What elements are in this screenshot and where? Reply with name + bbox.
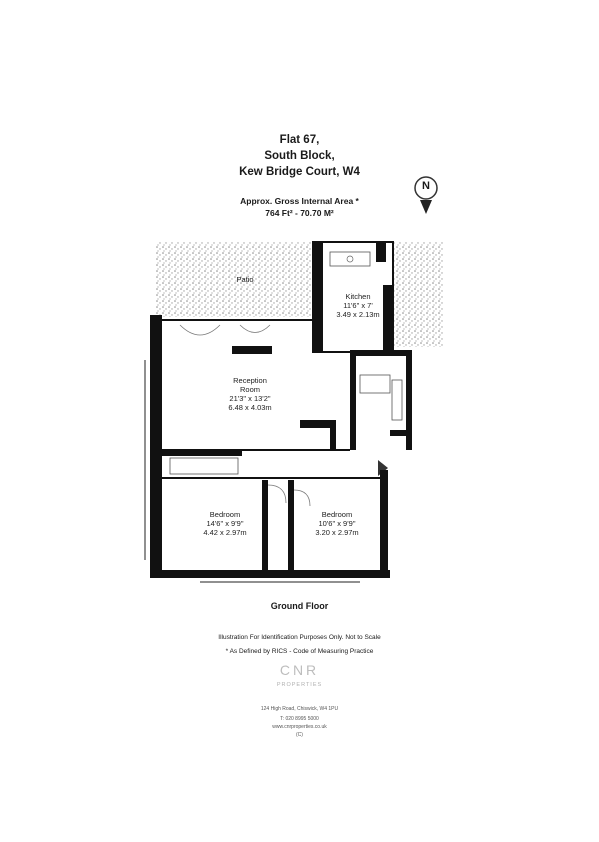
bedroom2-metric: 3.20 x 2.97m — [315, 528, 359, 537]
gross-area-value: 764 Ft² - 70.70 M² — [265, 208, 334, 218]
gross-area-label: Approx. Gross Internal Area * — [240, 196, 359, 206]
brand-ref: (C) — [296, 732, 303, 738]
reception-label-2: Room — [239, 385, 260, 394]
patio-label: Patio — [236, 275, 254, 284]
compass-north-letter: N — [422, 180, 430, 192]
kitchen-metric: 3.49 x 2.13m — [336, 310, 380, 319]
kitchen-imperial: 11'6" x 7' — [343, 301, 373, 310]
rics-note: * As Defined by RICS - Code of Measuring… — [225, 648, 374, 655]
north-compass-icon — [414, 176, 438, 214]
reception-room-walls — [150, 315, 350, 575]
reception-imperial: 21'3" x 13'2" — [229, 394, 271, 403]
brand-phone: T: 020 8995 5000 — [280, 716, 319, 722]
bedroom-walls — [150, 450, 390, 578]
bedroom1-imperial: 14'6" x 9'9" — [206, 519, 244, 528]
bedroom1-label: Bedroom — [209, 510, 241, 519]
kitchen-label: Kitchen — [345, 292, 371, 301]
patio-area — [155, 242, 315, 317]
bedroom1-metric: 4.42 x 2.97m — [203, 528, 247, 537]
bedroom2-label: Bedroom — [321, 510, 353, 519]
brand-subtitle: PROPERTIES — [276, 682, 323, 688]
bathroom-walls — [350, 350, 412, 476]
reception-metric: 6.48 x 4.03m — [228, 403, 272, 412]
property-title-line1: Flat 67, — [279, 134, 320, 146]
reception-label-1: Reception — [233, 376, 267, 385]
brand-website[interactable]: www.cnrproperties.co.uk — [272, 724, 327, 730]
brand-logo: CNR — [279, 662, 320, 678]
property-title-line2: South Block, — [264, 150, 335, 162]
patio-area-right — [392, 242, 444, 347]
property-title-line3: Kew Bridge Court, W4 — [239, 166, 360, 178]
floor-label: Ground Floor — [270, 601, 329, 611]
brand-address: 124 High Road, Chiswick, W4 1PU — [260, 706, 339, 712]
scale-disclaimer: Illustration For Identification Purposes… — [218, 634, 381, 641]
bedroom2-imperial: 10'6" x 9'9" — [318, 519, 356, 528]
